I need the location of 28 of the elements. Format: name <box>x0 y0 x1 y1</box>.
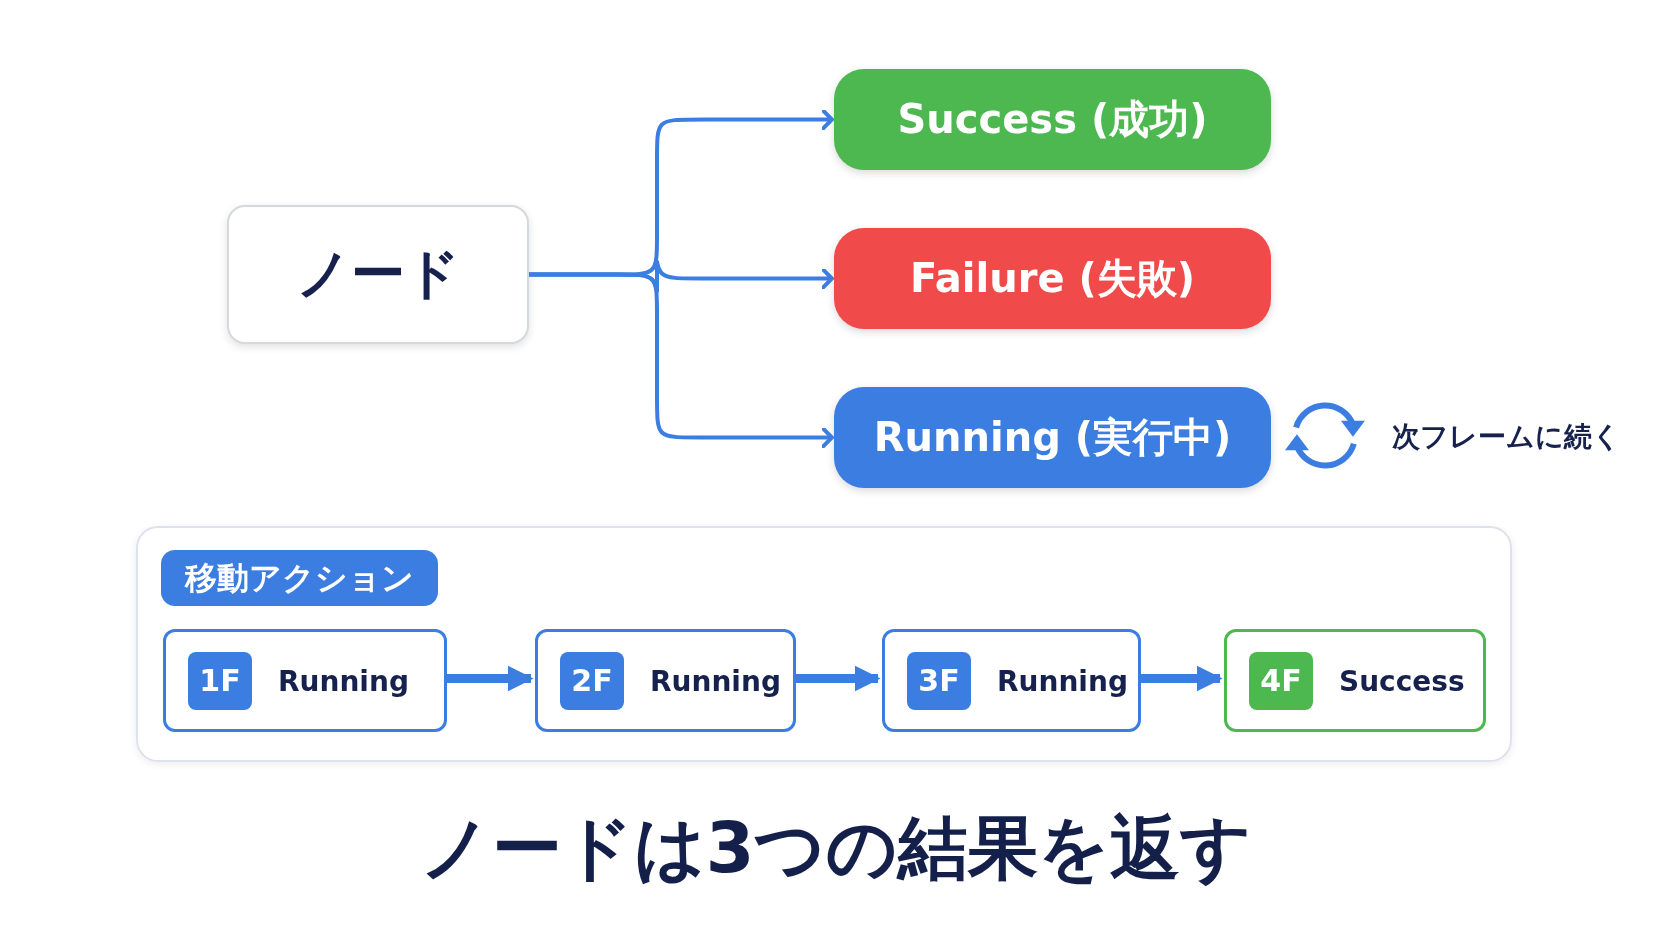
frame-badge: 4F <box>1249 652 1313 710</box>
arrow <box>794 665 881 692</box>
title: ノードは3つの結果を返す <box>418 806 1254 891</box>
frame-status: Running <box>278 664 409 700</box>
frame-box <box>1224 629 1486 732</box>
panel-background <box>136 526 1512 762</box>
frame-status: Running <box>650 664 781 700</box>
frame-badge: 3F <box>907 652 971 710</box>
arrow <box>1139 665 1223 692</box>
frame-badge: 1F <box>188 652 252 710</box>
frame-box <box>163 629 447 732</box>
frame-status: Running <box>997 664 1128 700</box>
frame-badge: 2F <box>560 652 624 710</box>
frame-status: Success <box>1339 664 1465 700</box>
frame-box <box>882 629 1141 732</box>
frame-box <box>535 629 796 732</box>
arrow <box>529 272 834 449</box>
node-box <box>227 205 529 344</box>
result-label: Success (成功) <box>897 95 1208 144</box>
arrow <box>445 665 534 692</box>
section-label: 移動アクション <box>161 550 438 606</box>
result-label: Failure (失敗) <box>909 254 1196 303</box>
side-note: 次フレームに続く <box>1392 419 1621 455</box>
node-label: ノード <box>296 241 460 307</box>
result-box <box>834 228 1271 329</box>
result-label: Running (実行中) <box>873 413 1232 462</box>
result-box <box>834 387 1271 488</box>
result-box <box>834 69 1271 170</box>
